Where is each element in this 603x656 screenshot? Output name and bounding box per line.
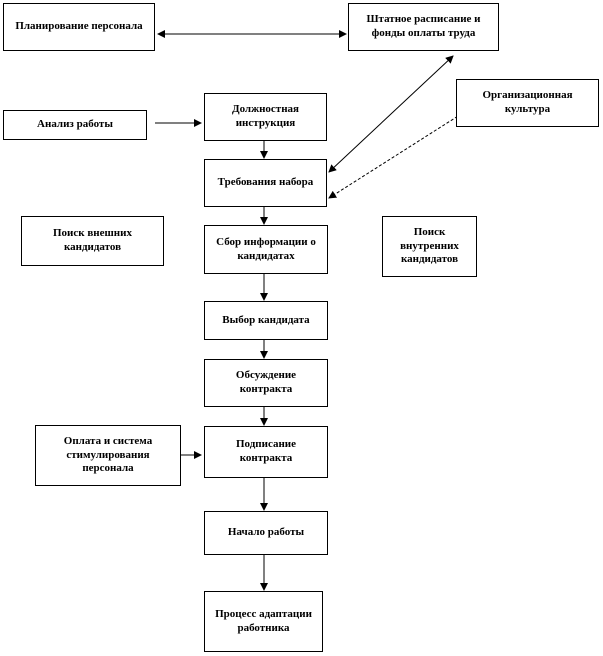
job-description-label: Должностная инструкция	[232, 103, 299, 129]
contract-signing-box: Подписание контракта	[204, 426, 328, 478]
work-start-label: Начало работы	[227, 526, 305, 539]
external-search-box: Поиск внешних кандидатов	[21, 216, 164, 266]
candidate-choice-label: Выбор кандидата	[222, 313, 310, 326]
org-culture-box: Организационная культура	[456, 79, 599, 127]
contract-signing-label: Подписание контракта	[235, 438, 297, 464]
arrow-culture-to-requirements	[328, 110, 467, 199]
adaptation-label: Процесс адаптации работника	[215, 607, 312, 634]
arrow-requirements-to-staffing	[328, 55, 454, 173]
requirements-label: Требования набора	[217, 176, 314, 189]
work-start-box: Начало работы	[204, 511, 328, 555]
contract-discussion-label: Обсуждение контракта	[235, 369, 297, 395]
job-description-box: Должностная инструкция	[204, 93, 327, 141]
info-collection-label: Сбор информации о кандидатах	[216, 235, 316, 262]
requirements-box: Требования набора	[204, 159, 327, 207]
candidate-choice-box: Выбор кандидата	[204, 301, 328, 340]
contract-discussion-box: Обсуждение контракта	[204, 359, 328, 407]
job-analysis-label: Анализ работы	[37, 118, 113, 131]
staffing-box: Штатное расписание и фонды оплаты труда	[348, 3, 499, 51]
staffing-label: Штатное расписание и фонды оплаты труда	[366, 13, 481, 39]
planning-box: Планирование персонала	[3, 3, 155, 51]
internal-search-label: Поиск внутренних кандидатов	[400, 225, 459, 266]
info-collection-box: Сбор информации о кандидатах	[204, 225, 328, 274]
adaptation-box: Процесс адаптации работника	[204, 591, 323, 652]
compensation-box: Оплата и система стимулирования персонал…	[35, 425, 181, 486]
planning-label: Планирование персонала	[15, 20, 143, 33]
org-culture-label: Организационная культура	[482, 89, 573, 115]
job-analysis-box: Анализ работы	[3, 110, 147, 140]
compensation-label: Оплата и система стимулирования персонал…	[63, 434, 153, 475]
internal-search-box: Поиск внутренних кандидатов	[382, 216, 477, 277]
external-search-label: Поиск внешних кандидатов	[53, 227, 132, 253]
